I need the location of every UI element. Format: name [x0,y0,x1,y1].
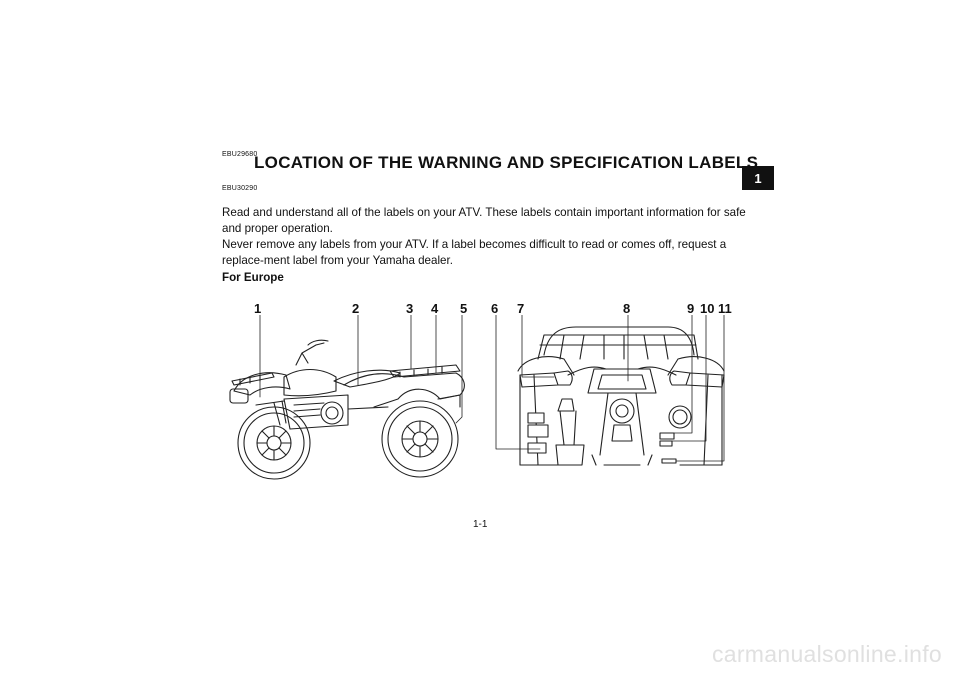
callout-3: 3 [406,301,414,316]
section-code-second: EBU30290 [222,185,258,192]
section-code-top: EBU29680 [222,151,258,158]
atv-side-view [229,339,465,480]
callout-4: 4 [431,301,439,316]
callout-5: 5 [460,301,468,316]
page-number: 1-1 [473,519,488,530]
paragraph-intro: Read and understand all of the labels on… [222,206,746,235]
body-text: Read and understand all of the labels on… [222,205,752,269]
page-title: LOCATION OF THE WARNING AND SPECIFICATIO… [254,153,759,172]
callout-8: 8 [623,301,631,316]
paragraph-warning: Never remove any labels from your ATV. I… [222,238,727,267]
callout-6: 6 [491,301,499,316]
callout-leaders [259,315,725,462]
callout-2: 2 [352,301,360,316]
watermark: carmanualsonline.info [711,641,942,667]
callout-10: 10 [700,301,715,316]
subheading-region: For Europe [222,271,284,284]
callout-9: 9 [687,301,695,316]
callout-11: 11 [718,301,732,316]
chapter-tab: 1 [742,166,774,190]
atv-label-diagram [229,315,725,480]
atv-front-view [517,326,725,466]
callout-1: 1 [254,301,262,316]
callout-7: 7 [517,301,525,316]
